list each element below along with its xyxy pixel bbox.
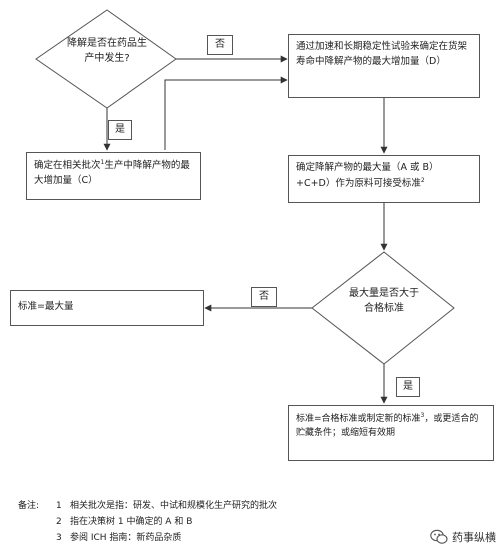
footnote-3-marker: 3 bbox=[420, 412, 425, 419]
footnote-row-2: 2 指在决策树 1 中确定的 A 和 B bbox=[18, 515, 277, 531]
decision2-no-label: 否 bbox=[251, 287, 277, 307]
footnote-num: 1 bbox=[56, 501, 62, 511]
decision1-no-label: 否 bbox=[207, 35, 233, 55]
wechat-icon bbox=[430, 529, 448, 544]
standard-final-box: 标准=合格标准或制定新的标准3，或更适合的贮藏条件；或缩短有效期 bbox=[288, 405, 494, 461]
standard-final-text-post: ，或更适合的贮藏条件；或缩短有效期 bbox=[296, 414, 479, 438]
footnote-2-marker: 2 bbox=[420, 176, 425, 184]
footnote-row-3: 3 参阅 ICH 指南：新药品杂质 bbox=[18, 531, 277, 547]
brand-name: 药事纵横 bbox=[452, 531, 496, 544]
max-increase-c-text-pre: 确定在相关批次 bbox=[34, 160, 101, 172]
brand-watermark: 药事纵横 bbox=[430, 529, 496, 545]
connector-left-to-mid bbox=[164, 76, 288, 150]
footnote-num: 3 bbox=[56, 532, 62, 543]
footnote-text: 相关批次是指：研发、中试和规模化生产研究的批次 bbox=[70, 501, 278, 511]
acceptance-criteria-box: 确定降解产物的最大量（A 或 B）+C+D）作为原料可接受标准2 bbox=[288, 155, 480, 203]
stability-test-d-box: 通过加速和长期稳定性试验来确定在货架寿命中降解产物的最大增加量（D） bbox=[288, 34, 480, 98]
max-increase-c-text-post: 生产中降解产物的最大增加量（C） bbox=[34, 160, 190, 186]
decision1-yes-label: 是 bbox=[108, 120, 132, 140]
acceptance-criteria-text: 确定降解产物的最大量（A 或 B）+C+D）作为原料可接受标准 bbox=[296, 162, 439, 189]
max-increase-c-box: 确定在相关批次1生产中降解产物的最大增加量（C） bbox=[26, 152, 201, 200]
footnote-row-1: 备注: 1 相关批次是指：研发、中试和规模化生产研究的批次 bbox=[18, 499, 277, 515]
footnotes: 备注: 1 相关批次是指：研发、中试和规模化生产研究的批次 2 指在决策树 1 … bbox=[18, 499, 277, 546]
standard-final-text-pre: 标准=合格标准或制定新的标准 bbox=[296, 414, 421, 424]
footnote-text: 参阅 ICH 指南：新药品杂质 bbox=[70, 532, 182, 543]
decision2-text: 最大量是否大于合格标准 bbox=[349, 288, 419, 314]
footnote-text: 指在决策树 1 中确定的 A 和 B bbox=[70, 516, 193, 527]
decision2-yes-label: 是 bbox=[396, 377, 420, 397]
notes-label: 备注: bbox=[18, 501, 40, 511]
decision1-text: 降解是否在药品生产中发生? bbox=[67, 38, 147, 64]
footnote-num: 2 bbox=[56, 516, 62, 527]
footnote-1-marker: 1 bbox=[100, 159, 105, 166]
standard-equals-max-box: 标准=最大量 bbox=[10, 290, 204, 326]
